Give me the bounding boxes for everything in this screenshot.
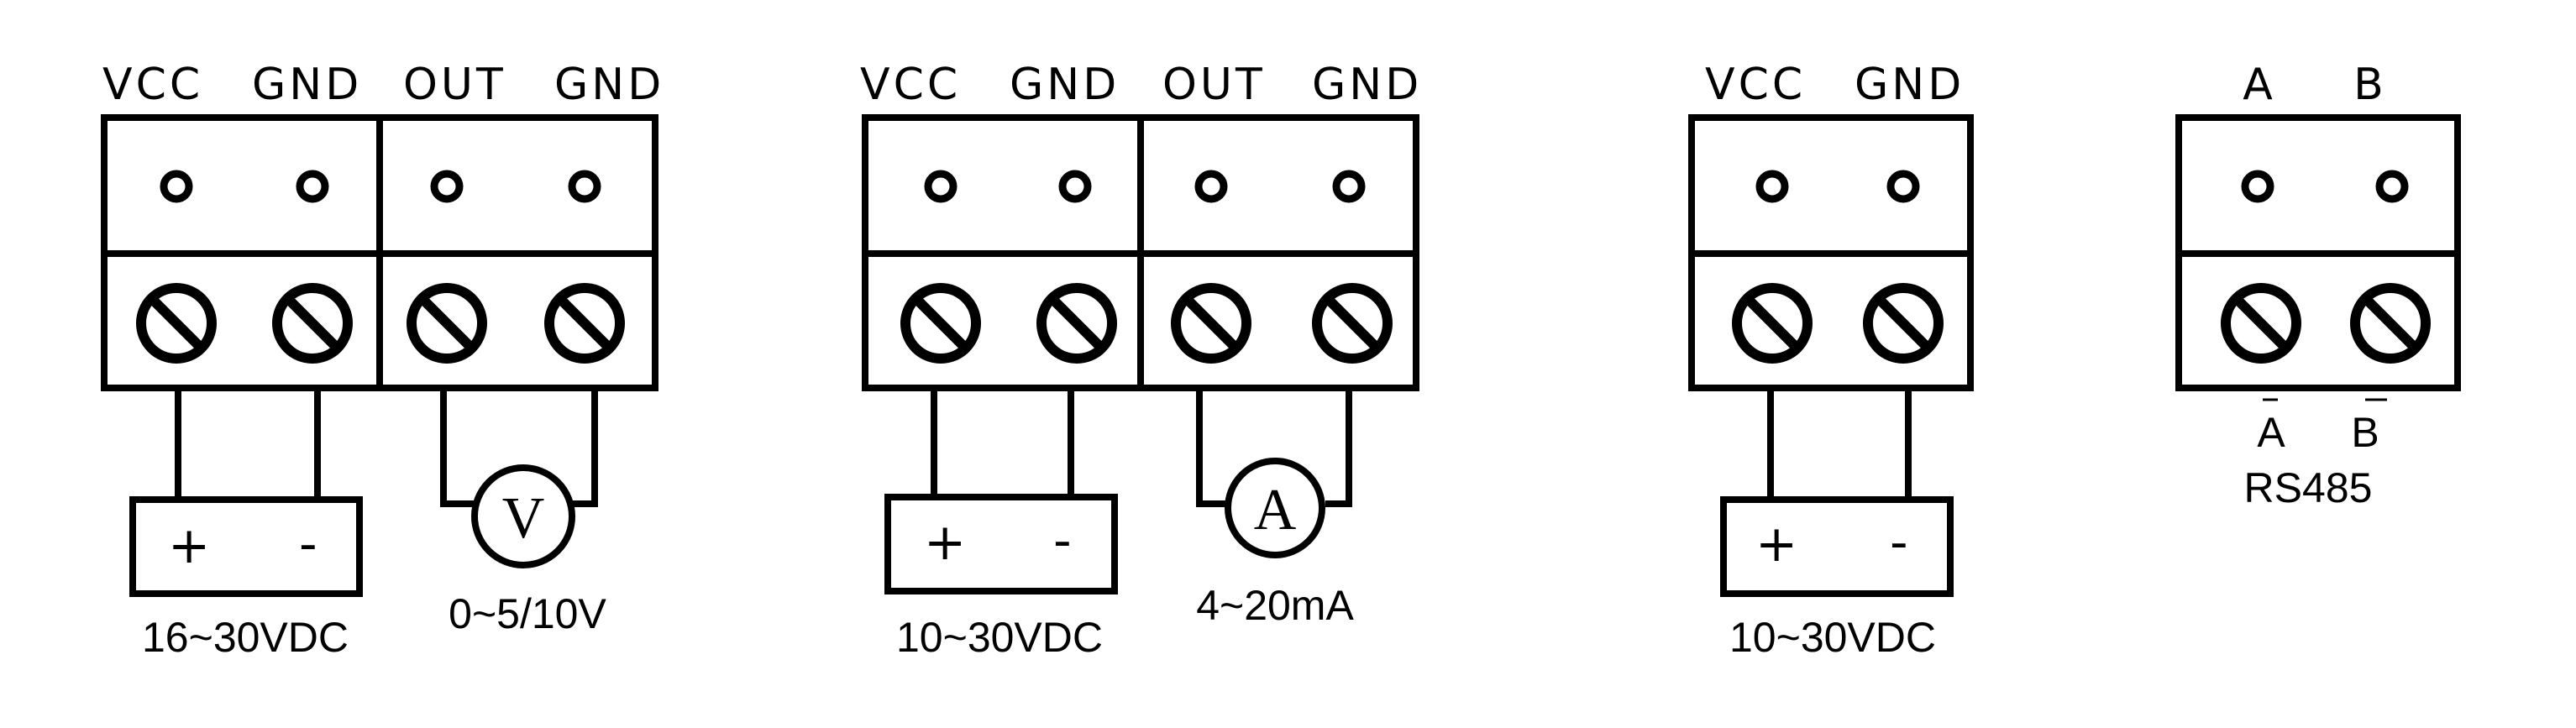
- supply-plus: +: [924, 513, 966, 572]
- pin-hole-icon: [1755, 170, 1789, 203]
- terminal-screws: [1732, 283, 1944, 364]
- pin-hole-icon: [160, 170, 193, 203]
- terminal-holes: [160, 170, 601, 203]
- supply-minus: -: [299, 515, 317, 573]
- pin-hole-icon: [296, 170, 329, 203]
- terminal-holes: [2241, 170, 2409, 203]
- power-supply: + - 16~30VDC: [129, 496, 363, 661]
- screw-icon: [1036, 283, 1117, 364]
- supply-plus: +: [168, 516, 210, 575]
- supply-voltage-label: 10~30VDC: [1729, 614, 1936, 661]
- meter-symbol: A: [1254, 478, 1297, 542]
- screw-icon: [2350, 283, 2431, 364]
- terminal-holes: [924, 170, 1366, 203]
- screw-icon: [544, 283, 625, 364]
- pin-hole-icon: [1194, 170, 1228, 203]
- voltmeter: V 0~5/10V: [449, 464, 606, 637]
- pin-hole-icon: [1058, 170, 1092, 203]
- wires: [931, 388, 1352, 507]
- wires: [1767, 388, 1912, 500]
- pin-hole-icon: [924, 170, 957, 203]
- terminal-label-gnd: GND: [1855, 60, 1965, 110]
- bus-line-a-label: A: [2257, 409, 2285, 456]
- bus-line-b-label: B: [2351, 409, 2379, 456]
- supply-plus: +: [1755, 515, 1797, 573]
- terminal-screws: [2221, 283, 2431, 364]
- terminal-screws: [900, 283, 1393, 364]
- terminal-label-vcc: VCC: [860, 60, 961, 110]
- screw-icon: [1171, 283, 1251, 364]
- terminal-label-b: B: [2353, 60, 2387, 110]
- terminal-label-gnd: GND: [252, 60, 362, 110]
- screw-icon: [1863, 283, 1944, 364]
- screw-icon: [1312, 283, 1393, 364]
- screw-icon: [272, 283, 353, 364]
- pin-hole-icon: [1886, 170, 1920, 203]
- voltmeter-icon: [471, 464, 575, 568]
- terminal-block: [101, 114, 658, 391]
- pin-hole-icon: [430, 170, 464, 203]
- power-supply: + - 10~30VDC: [884, 494, 1118, 661]
- diagram-power-only: VCC GND + - 10~30VDC: [1688, 60, 1974, 661]
- terminal-label-gnd-2: GND: [1312, 60, 1422, 110]
- terminal-label-out: OUT: [403, 60, 506, 110]
- pin-hole-icon: [2241, 170, 2274, 203]
- terminal-label-vcc: VCC: [102, 60, 203, 110]
- screw-icon: [2221, 283, 2301, 364]
- output-range-label: 4~20mA: [1196, 582, 1354, 629]
- terminal-block: [1688, 114, 1974, 391]
- pin-hole-icon: [2375, 170, 2409, 203]
- terminal-label-vcc: VCC: [1705, 60, 1806, 110]
- terminal-screws: [136, 283, 625, 364]
- rs485-label: RS485: [2244, 464, 2373, 511]
- output-range-label: 0~5/10V: [449, 590, 606, 637]
- supply-minus: -: [1890, 513, 1908, 572]
- pin-hole-icon: [1332, 170, 1366, 203]
- screw-icon: [900, 283, 981, 364]
- terminal-block: [862, 114, 1419, 391]
- diagram-current-output: VCC GND OUT GND +: [860, 60, 1422, 661]
- terminal-label-gnd-2: GND: [554, 60, 664, 110]
- supply-voltage-label: 10~30VDC: [896, 614, 1103, 661]
- supply-minus: -: [1053, 511, 1072, 570]
- meter-symbol: V: [502, 486, 545, 551]
- terminal-label-out: OUT: [1162, 60, 1266, 110]
- terminal-holes: [1755, 170, 1920, 203]
- wires: [175, 388, 598, 507]
- power-supply: + - 10~30VDC: [1720, 496, 1954, 661]
- screw-icon: [407, 283, 487, 364]
- ammeter-icon: [1225, 458, 1325, 558]
- diagram-voltage-output: VCC GND OUT GND +: [101, 60, 664, 661]
- terminal-block: [2175, 114, 2461, 391]
- diagram-rs485: A B A B RS485: [2175, 60, 2461, 511]
- screw-icon: [136, 283, 217, 364]
- pin-hole-icon: [568, 170, 601, 203]
- supply-voltage-label: 16~30VDC: [142, 614, 349, 661]
- terminal-label-gnd: GND: [1010, 60, 1120, 110]
- ammeter: A 4~20mA: [1196, 458, 1354, 629]
- terminal-label-a: A: [2243, 60, 2276, 110]
- screw-icon: [1732, 283, 1813, 364]
- rs485-labels: A B RS485: [2244, 398, 2387, 511]
